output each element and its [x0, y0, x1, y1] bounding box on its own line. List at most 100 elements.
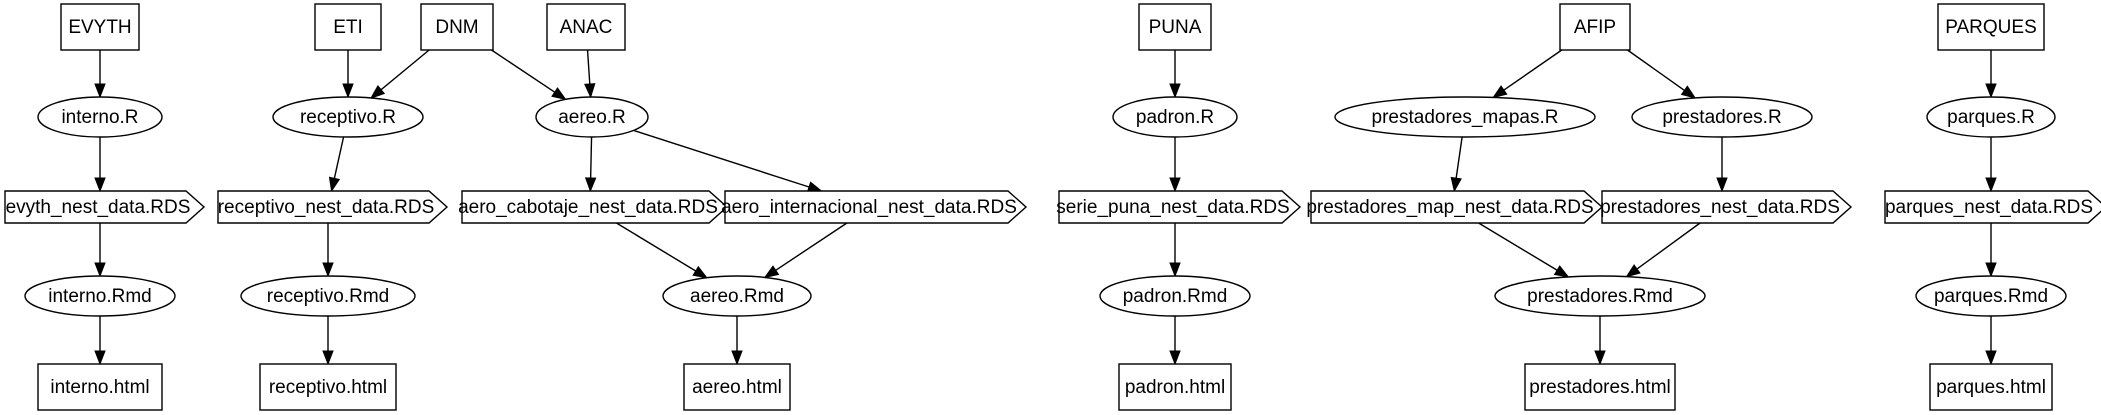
node-shape — [24, 275, 176, 317]
node-anac: ANAC — [546, 3, 626, 51]
node-parques-html: parques.html — [1929, 363, 2053, 411]
node-shape — [1334, 96, 1596, 138]
node-shape — [60, 3, 140, 51]
node-shape — [272, 96, 424, 138]
edge-aereo_r-to-aero_int_rds — [633, 129, 823, 193]
node-shape — [461, 190, 729, 224]
arrowhead — [1625, 264, 1641, 278]
node-shape — [1601, 190, 1853, 224]
node-parques: PARQUES — [1937, 3, 2045, 51]
arrowhead — [551, 87, 567, 101]
node-padron-html: padron.html — [1118, 363, 1232, 411]
edge-receptivo_rmd-to-receptivo_html — [322, 316, 334, 366]
node-shape — [1926, 96, 2056, 138]
node-aero-int-rds: aero_internacional_nest_data.RDS — [721, 190, 1028, 224]
edge-aereo_r-to-aero_cab_rds — [584, 136, 597, 193]
node-label: interno.Rmd — [48, 286, 152, 307]
arrowhead — [1492, 85, 1508, 99]
edge-receptivo_r-to-receptivo_rds — [328, 136, 345, 193]
node-shape — [1915, 275, 2067, 317]
node-label: aero_cabotaje_nest_data.RDS — [458, 197, 718, 218]
node-shape — [1118, 363, 1232, 411]
node-label: parques.R — [1947, 107, 2035, 128]
edge-afip-to-prestadores_mapas_r — [1492, 49, 1563, 99]
edge-aero_cab_rds-to-aereo_rmd — [616, 222, 709, 279]
node-eti: ETI — [314, 3, 382, 51]
edge-padron_rmd-to-padron_html — [1169, 316, 1181, 366]
edge-parques-to-parques_r — [1985, 50, 1997, 99]
node-prest-map-rds: prestadores_map_nest_data.RDS — [1306, 190, 1604, 224]
arrowhead — [1594, 350, 1606, 366]
node-label: DNM — [435, 17, 478, 38]
node-aero-cab-rds: aero_cabotaje_nest_data.RDS — [458, 190, 729, 224]
node-prestadores-rmd: prestadores.Rmd — [1494, 275, 1706, 317]
edge-dnm-to-receptivo_r — [369, 49, 430, 99]
node-shape — [1138, 3, 1212, 51]
node-label: prestadores_nest_data.RDS — [1600, 197, 1840, 218]
arrowhead — [584, 83, 596, 99]
arrowhead — [1169, 262, 1181, 278]
node-receptivo-rmd: receptivo.Rmd — [240, 275, 416, 317]
node-shape — [1524, 363, 1676, 411]
node-padron-r: padron.R — [1112, 96, 1238, 138]
node-shape — [4, 190, 206, 224]
node-label: aero_internacional_nest_data.RDS — [721, 197, 1017, 218]
node-label: receptivo.Rmd — [267, 286, 390, 307]
edge-parques_r-to-parques_rds — [1985, 137, 1997, 193]
edge-receptivo_rds-to-receptivo_rmd — [322, 223, 334, 278]
node-shape — [662, 275, 812, 317]
arrowhead — [369, 84, 386, 99]
edge-afip-to-prestadores_r — [1627, 49, 1697, 99]
node-aereo-r: aereo.R — [535, 96, 649, 138]
node-label: prestadores.Rmd — [1527, 286, 1673, 307]
node-shape — [1929, 363, 2053, 411]
edge-aero_int_rds-to-aereo_rmd — [763, 222, 848, 279]
edge-puna-to-padron_r — [1169, 50, 1181, 99]
node-label: prestadores.R — [1662, 107, 1781, 128]
node-shape — [1559, 3, 1631, 51]
node-label: receptivo.html — [269, 377, 387, 398]
node-dnm: DNM — [420, 3, 494, 51]
node-parques-rmd: parques.Rmd — [1915, 275, 2067, 317]
node-label: padron.R — [1136, 107, 1214, 128]
node-shape — [546, 3, 626, 51]
arrowhead — [94, 262, 106, 278]
node-padron-rmd: padron.Rmd — [1099, 275, 1251, 317]
arrowhead — [1680, 85, 1697, 99]
node-receptivo-r: receptivo.R — [272, 96, 424, 138]
node-parques-r: parques.R — [1926, 96, 2056, 138]
edge-parques_rds-to-parques_rmd — [1985, 223, 1997, 278]
node-shape — [683, 363, 791, 411]
arrowhead — [1169, 83, 1181, 99]
edge-dnm-to-aereo_r — [491, 49, 567, 101]
node-label: AFIP — [1574, 17, 1616, 38]
edge-evyth_rds-to-interno_rmd — [94, 223, 106, 278]
arrowhead — [1450, 176, 1462, 193]
node-parques-rds: parques_nest_data.RDS — [1884, 190, 2101, 224]
node-label: aereo.Rmd — [690, 286, 784, 307]
node-label: prestadores_mapas.R — [1372, 107, 1559, 128]
node-label: interno.html — [50, 377, 149, 398]
node-label: receptivo.R — [300, 107, 396, 128]
node-label: receptivo_nest_data.RDS — [218, 197, 435, 218]
node-label: aereo.R — [558, 107, 626, 128]
node-label: padron.html — [1125, 377, 1225, 398]
arrowhead — [584, 177, 597, 193]
node-prestadores-r: prestadores.R — [1631, 96, 1813, 138]
node-shape — [1631, 96, 1813, 138]
node-shape — [1937, 3, 2045, 51]
node-puna: PUNA — [1138, 3, 1212, 51]
node-label: aereo.html — [692, 377, 782, 398]
edge-puna_rds-to-padron_rmd — [1169, 223, 1181, 278]
edges-layer — [94, 49, 1997, 366]
edge-interno_rmd-to-interno_html — [94, 316, 106, 366]
arrowhead — [1985, 177, 1997, 193]
node-interno-r: interno.R — [37, 96, 163, 138]
edge-eti-to-receptivo_r — [342, 50, 354, 99]
arrowhead — [322, 262, 334, 278]
node-prestadores-mapas-r: prestadores_mapas.R — [1334, 96, 1596, 138]
node-label: interno.R — [61, 107, 138, 128]
node-puna-rds: serie_puna_nest_data.RDS — [1056, 190, 1302, 224]
arrowhead — [94, 83, 106, 99]
